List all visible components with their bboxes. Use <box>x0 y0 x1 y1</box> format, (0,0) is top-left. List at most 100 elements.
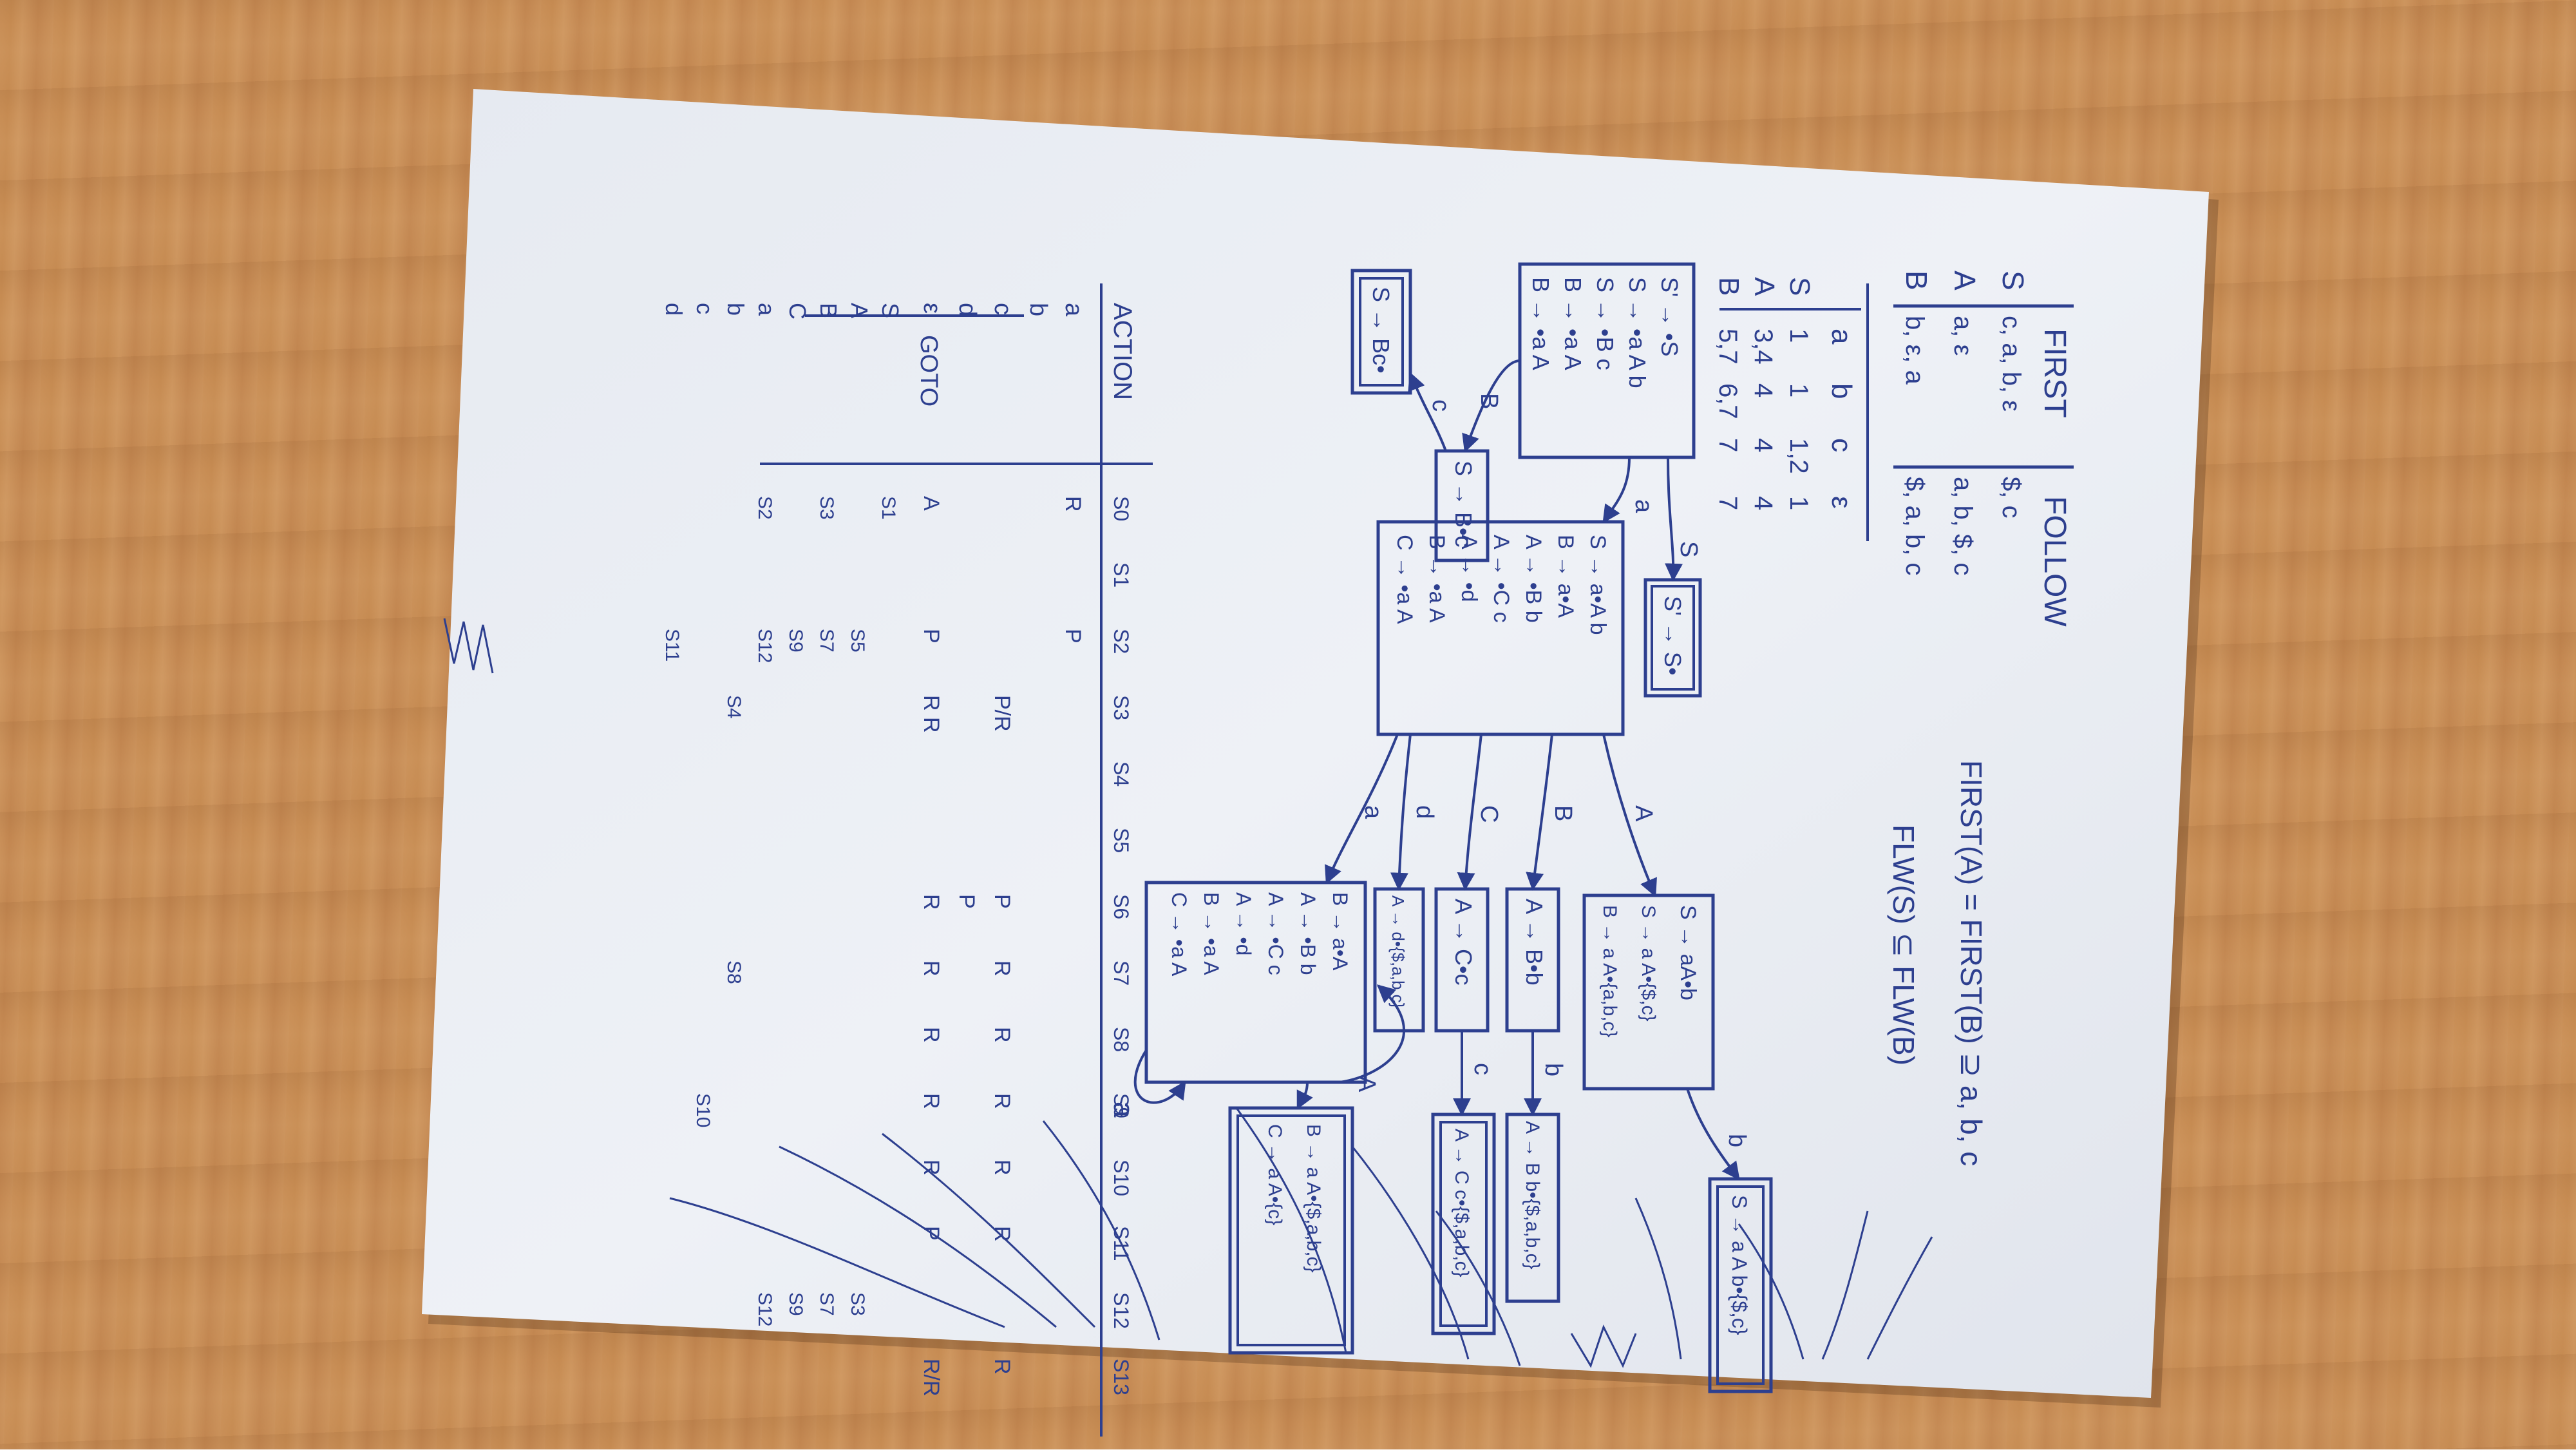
state-header-s9: S9 <box>1110 1093 1133 1118</box>
state-header-s7: S7 <box>1110 960 1133 986</box>
svg-text:c: c <box>1427 399 1454 412</box>
svg-text:C → a A•{c}: C → a A•{c} <box>1264 1124 1285 1225</box>
goto-symbol-7: d <box>661 303 687 316</box>
goto-symbol-4: a <box>753 303 780 316</box>
goto-cell: S8 <box>723 960 744 984</box>
note-first: FIRST(A) = FIRST(B) ⊇ a, b, c <box>1955 760 1988 1166</box>
goto-cell: S9 <box>785 1292 806 1316</box>
svg-text:c: c <box>1469 1063 1496 1075</box>
svg-text:B → a•A: B → a•A <box>1553 535 1578 618</box>
svg-text:b: b <box>1540 1063 1567 1076</box>
state-header-s5: S5 <box>1110 828 1133 853</box>
action-symbol-4: ε <box>918 303 945 314</box>
goto-symbol-5: b <box>723 303 749 316</box>
gt-head-a: a <box>1826 329 1857 345</box>
ff-row-s-nt: S <box>1996 271 2030 291</box>
first-header: FIRST <box>2038 329 2072 418</box>
goto-symbol-3: C <box>784 303 811 320</box>
svg-text:S → Bc•: S → Bc• <box>1368 287 1394 374</box>
svg-text:A → •d: A → •d <box>1232 892 1255 955</box>
action-cell: R <box>990 1359 1014 1375</box>
goto-label: GOTO <box>915 335 942 406</box>
state-header-s4: S4 <box>1110 761 1133 787</box>
goto-cell: S3 <box>816 496 837 520</box>
svg-text:S → B•c: S → B•c <box>1450 461 1477 548</box>
ff-row-s-follow: $, c <box>1997 477 2025 518</box>
action-cell: P <box>954 894 979 909</box>
state-s5: S → aA•b S → a A•{$,c} B → a A•{a,b,c} <box>1582 893 1715 1091</box>
action-symbol-1: b <box>1025 303 1052 316</box>
state-s7: A → B•b <box>1505 887 1560 1033</box>
action-cell: R <box>919 894 943 910</box>
goto-cell: S3 <box>847 1292 868 1316</box>
gt-s-b: 1 <box>1785 383 1813 397</box>
state-s3: S → B•c <box>1434 449 1490 562</box>
state-header-s3: S3 <box>1110 695 1133 720</box>
gt-row-b: B <box>1713 277 1745 296</box>
svg-text:A → •B b: A → •B b <box>1296 892 1320 975</box>
svg-text:C: C <box>1475 805 1502 823</box>
state-header-s2: S2 <box>1110 629 1133 654</box>
gt-s-c: 1,2 <box>1785 438 1813 474</box>
svg-text:B → a A•{a,b,c}: B → a A•{a,b,c} <box>1599 905 1620 1038</box>
svg-text:S → a•A b: S → a•A b <box>1586 535 1610 635</box>
svg-text:b: b <box>1723 1134 1750 1147</box>
transition-arrows <box>1133 359 1740 1181</box>
goto-cell: S9 <box>785 629 806 653</box>
action-cell: R R <box>919 695 943 733</box>
ff-row-b-first: b, ε, a <box>1900 316 1929 385</box>
action-cell: P/R <box>990 695 1014 732</box>
action-symbol-3: d <box>954 303 981 316</box>
state-s4: S → Bc• <box>1350 269 1412 395</box>
goto-cell: S7 <box>816 629 837 653</box>
paper-sheet <box>422 89 2209 1398</box>
goto-rows: SS1AS5S3BS3S7S7CS9S9aS2S12S12bS4S8cS10dS… <box>661 303 904 1326</box>
goto-cell: S4 <box>723 695 744 719</box>
action-cell: R <box>990 1093 1014 1109</box>
svg-text:S → a A•{$,c}: S → a A•{$,c} <box>1638 905 1659 1022</box>
svg-text:A → C c•{$,a,b,c}: A → C c•{$,a,b,c} <box>1451 1129 1472 1277</box>
gt-b-b: 6,7 <box>1714 383 1742 419</box>
goto-cell: S2 <box>754 496 775 520</box>
action-cell: P <box>1061 629 1085 644</box>
gt-a-b: 4 <box>1749 383 1777 397</box>
svg-text:B: B <box>1475 393 1502 409</box>
handwritten-notes: FIRST FOLLOW S c, a, b, ε $, c A a, ε a,… <box>661 262 2074 1437</box>
gt-b-eps: 7 <box>1714 496 1742 510</box>
ff-row-b-follow: $, a, b, c <box>1900 477 1929 575</box>
svg-text:A → C•c: A → C•c <box>1450 899 1477 986</box>
svg-text:B → •a A: B → •a A <box>1528 277 1554 370</box>
goto-symbol-1: A <box>846 303 873 318</box>
goto-cell: S12 <box>754 629 775 663</box>
action-cell: R <box>990 1160 1014 1176</box>
gt-a-a: 3,4 <box>1749 329 1777 365</box>
goto-cell: S10 <box>692 1093 714 1127</box>
svg-text:a: a <box>1359 805 1387 819</box>
gt-row-a: A <box>1748 277 1780 296</box>
action-cell: R <box>990 1027 1014 1043</box>
gt-a-c: 4 <box>1749 438 1777 452</box>
action-label: ACTION <box>1108 303 1137 400</box>
svg-text:B → a•A: B → a•A <box>1329 892 1352 971</box>
svg-text:B → •a A: B → •a A <box>1200 892 1223 975</box>
action-symbol-0: a <box>1060 303 1087 317</box>
goto-cell: S11 <box>661 629 683 662</box>
goto-cell: S7 <box>816 1292 837 1316</box>
state-s12: B → a•A A → •B b A → •C c A → •d B → •a … <box>1144 881 1367 1084</box>
action-goto-table: ACTION GOTO S0S1S2S3S4S5S6S7S8S9S10S11S1… <box>661 283 1153 1437</box>
ff-row-a-first: a, ε <box>1949 316 1977 356</box>
gt-row-s: S <box>1784 277 1815 296</box>
gt-b-a: 5,7 <box>1714 329 1742 365</box>
svg-text:A → •C c: A → •C c <box>1489 535 1513 623</box>
svg-text:A → •B b: A → •B b <box>1521 535 1546 623</box>
ff-row-a-nt: A <box>1948 271 1982 291</box>
svg-text:A: A <box>1353 1076 1380 1093</box>
action-symbol-2: c <box>989 303 1016 315</box>
svg-text:S → aA•b: S → aA•b <box>1676 905 1700 1000</box>
svg-text:B: B <box>1549 805 1577 821</box>
goto-symbol-2: B <box>815 303 842 318</box>
note-follow: FLW(S) ⊆ FLW(B) <box>1887 825 1920 1065</box>
